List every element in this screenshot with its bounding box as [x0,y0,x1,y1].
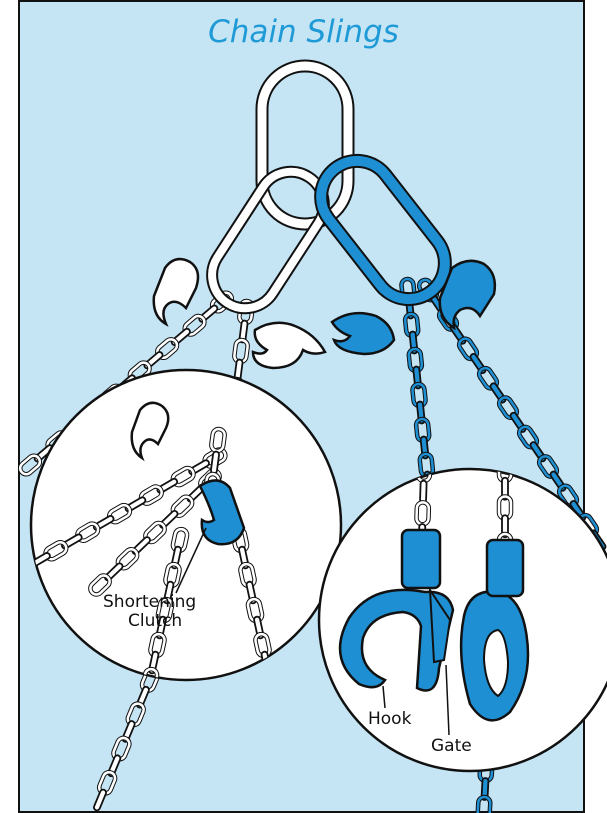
shortening-clutch-detail-circle: Shortening Clutch [29,370,341,692]
grab-hook-right-blue-2 [332,313,394,354]
master-link [262,66,348,224]
grab-hook-left-white [154,259,198,324]
right-intermediate-link [307,146,460,313]
shortening-clutch-label-line1: Shortening [103,592,196,612]
grab-hook-left-white-2 [253,323,325,368]
shortening-clutch-label-line2: Clutch [128,611,182,631]
gate-label: Gate [431,736,472,756]
left-intermediate-link [199,159,336,321]
left-leg-chain-bottom [93,668,160,812]
hook-label: Hook [368,709,412,729]
hook-gate-detail-circle: Hook Gate [319,459,607,771]
